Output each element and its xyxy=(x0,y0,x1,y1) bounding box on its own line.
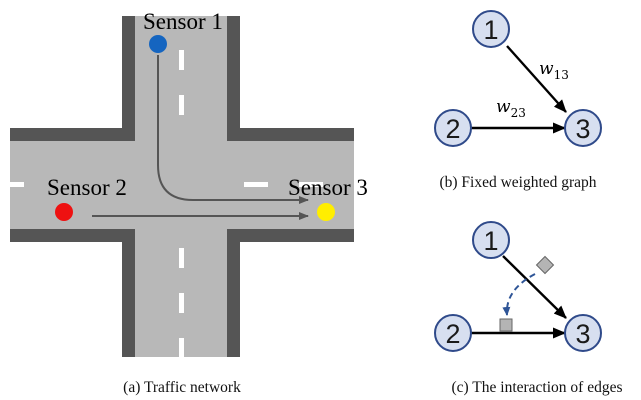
edge-interaction-panel: 1 2 3 (c) The interaction of edges xyxy=(434,221,623,396)
edge-1-to-3 xyxy=(506,45,567,113)
weight-w13-label: w13 xyxy=(539,59,569,82)
edge-1-3-marker-diamond xyxy=(535,255,555,275)
caption-fixed-graph: (b) Fixed weighted graph xyxy=(439,174,596,191)
graph-node-3 xyxy=(564,314,602,352)
caption-edge-interaction: (c) The interaction of edges xyxy=(452,379,623,396)
caption-traffic-network: (a) Traffic network xyxy=(123,379,241,396)
graph-node-3-label: 3 xyxy=(575,114,590,144)
graph-node-1-label: 1 xyxy=(483,15,498,45)
graph-node-2-label: 2 xyxy=(445,319,460,349)
path-sensor1-to-sensor3 xyxy=(157,55,309,204)
graph-node-2 xyxy=(434,109,472,147)
graph-node-1-label: 1 xyxy=(483,226,498,256)
graph-node-3 xyxy=(564,109,602,147)
sensor-2-dot xyxy=(55,203,73,221)
interaction-arrow xyxy=(502,273,536,316)
lane-markings xyxy=(10,50,323,357)
graph-node-2-label: 2 xyxy=(445,114,460,144)
sensor-1-label: Sensor 1 xyxy=(143,9,223,34)
fixed-graph-panel: 1 2 3 w13 w23 (b) Fixed weighted graph xyxy=(434,10,602,191)
sensor-3-dot xyxy=(317,203,335,221)
edge-2-3-marker-square xyxy=(499,318,513,332)
sensor-2-label: Sensor 2 xyxy=(47,175,127,200)
weight-w23-label: w23 xyxy=(496,97,526,120)
graph-node-2 xyxy=(434,314,472,352)
graph-node-3-label: 3 xyxy=(575,319,590,349)
graph-node-1 xyxy=(472,10,510,48)
traffic-network-panel: Sensor 1 Sensor 2 Sensor 3 (a) Traffic n… xyxy=(10,9,368,396)
sensor-1-dot xyxy=(149,35,167,53)
edge-1-to-3 xyxy=(502,255,567,319)
graph-node-1 xyxy=(472,221,510,259)
sensor-3-label: Sensor 3 xyxy=(288,175,368,200)
